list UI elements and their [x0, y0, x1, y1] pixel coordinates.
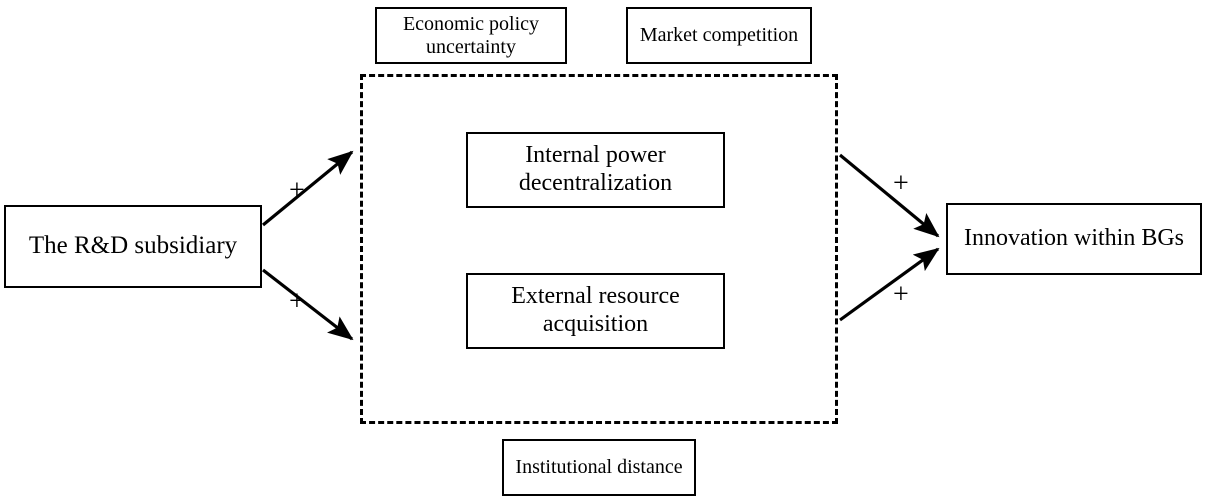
node-institutional-distance[interactable]: Institutional distance	[502, 439, 696, 496]
node-economic-policy-uncertainty-label: Economic policy uncertainty	[402, 12, 540, 58]
arrow-internal-power-to-outcome	[838, 153, 940, 238]
edge-label-internal-power-to-outcome: +	[893, 168, 909, 199]
edge-label-source-to-external-resource: +	[289, 286, 305, 317]
node-innovation-within-bgs[interactable]: Innovation within BGs	[946, 203, 1202, 275]
node-market-competition-label: Market competition	[639, 24, 799, 46]
node-external-resource-acquisition[interactable]: External resource acquisition	[466, 273, 725, 349]
node-market-competition[interactable]: Market competition	[626, 7, 812, 64]
node-external-resource-acquisition-label: External resource acquisition	[511, 283, 680, 337]
node-internal-power-decentralization[interactable]: Internal power decentralization	[466, 132, 725, 208]
arrow-external-resource-to-outcome	[839, 247, 940, 322]
node-innovation-within-bgs-label: Innovation within BGs	[964, 225, 1184, 252]
mediation-region	[360, 74, 838, 424]
node-internal-power-decentralization-label: Internal power decentralization	[518, 142, 673, 196]
edge-label-external-resource-to-outcome: +	[893, 279, 909, 310]
node-the-rd-subsidiary-label: The R&D subsidiary	[28, 232, 238, 260]
node-the-rd-subsidiary[interactable]: The R&D subsidiary	[4, 205, 262, 288]
edge-label-source-to-internal-power: +	[289, 175, 305, 206]
arrow-source-to-internal-power	[261, 150, 354, 227]
node-institutional-distance-label: Institutional distance	[515, 456, 683, 478]
node-economic-policy-uncertainty[interactable]: Economic policy uncertainty	[375, 7, 567, 64]
arrow-source-to-external-resource	[262, 268, 354, 341]
